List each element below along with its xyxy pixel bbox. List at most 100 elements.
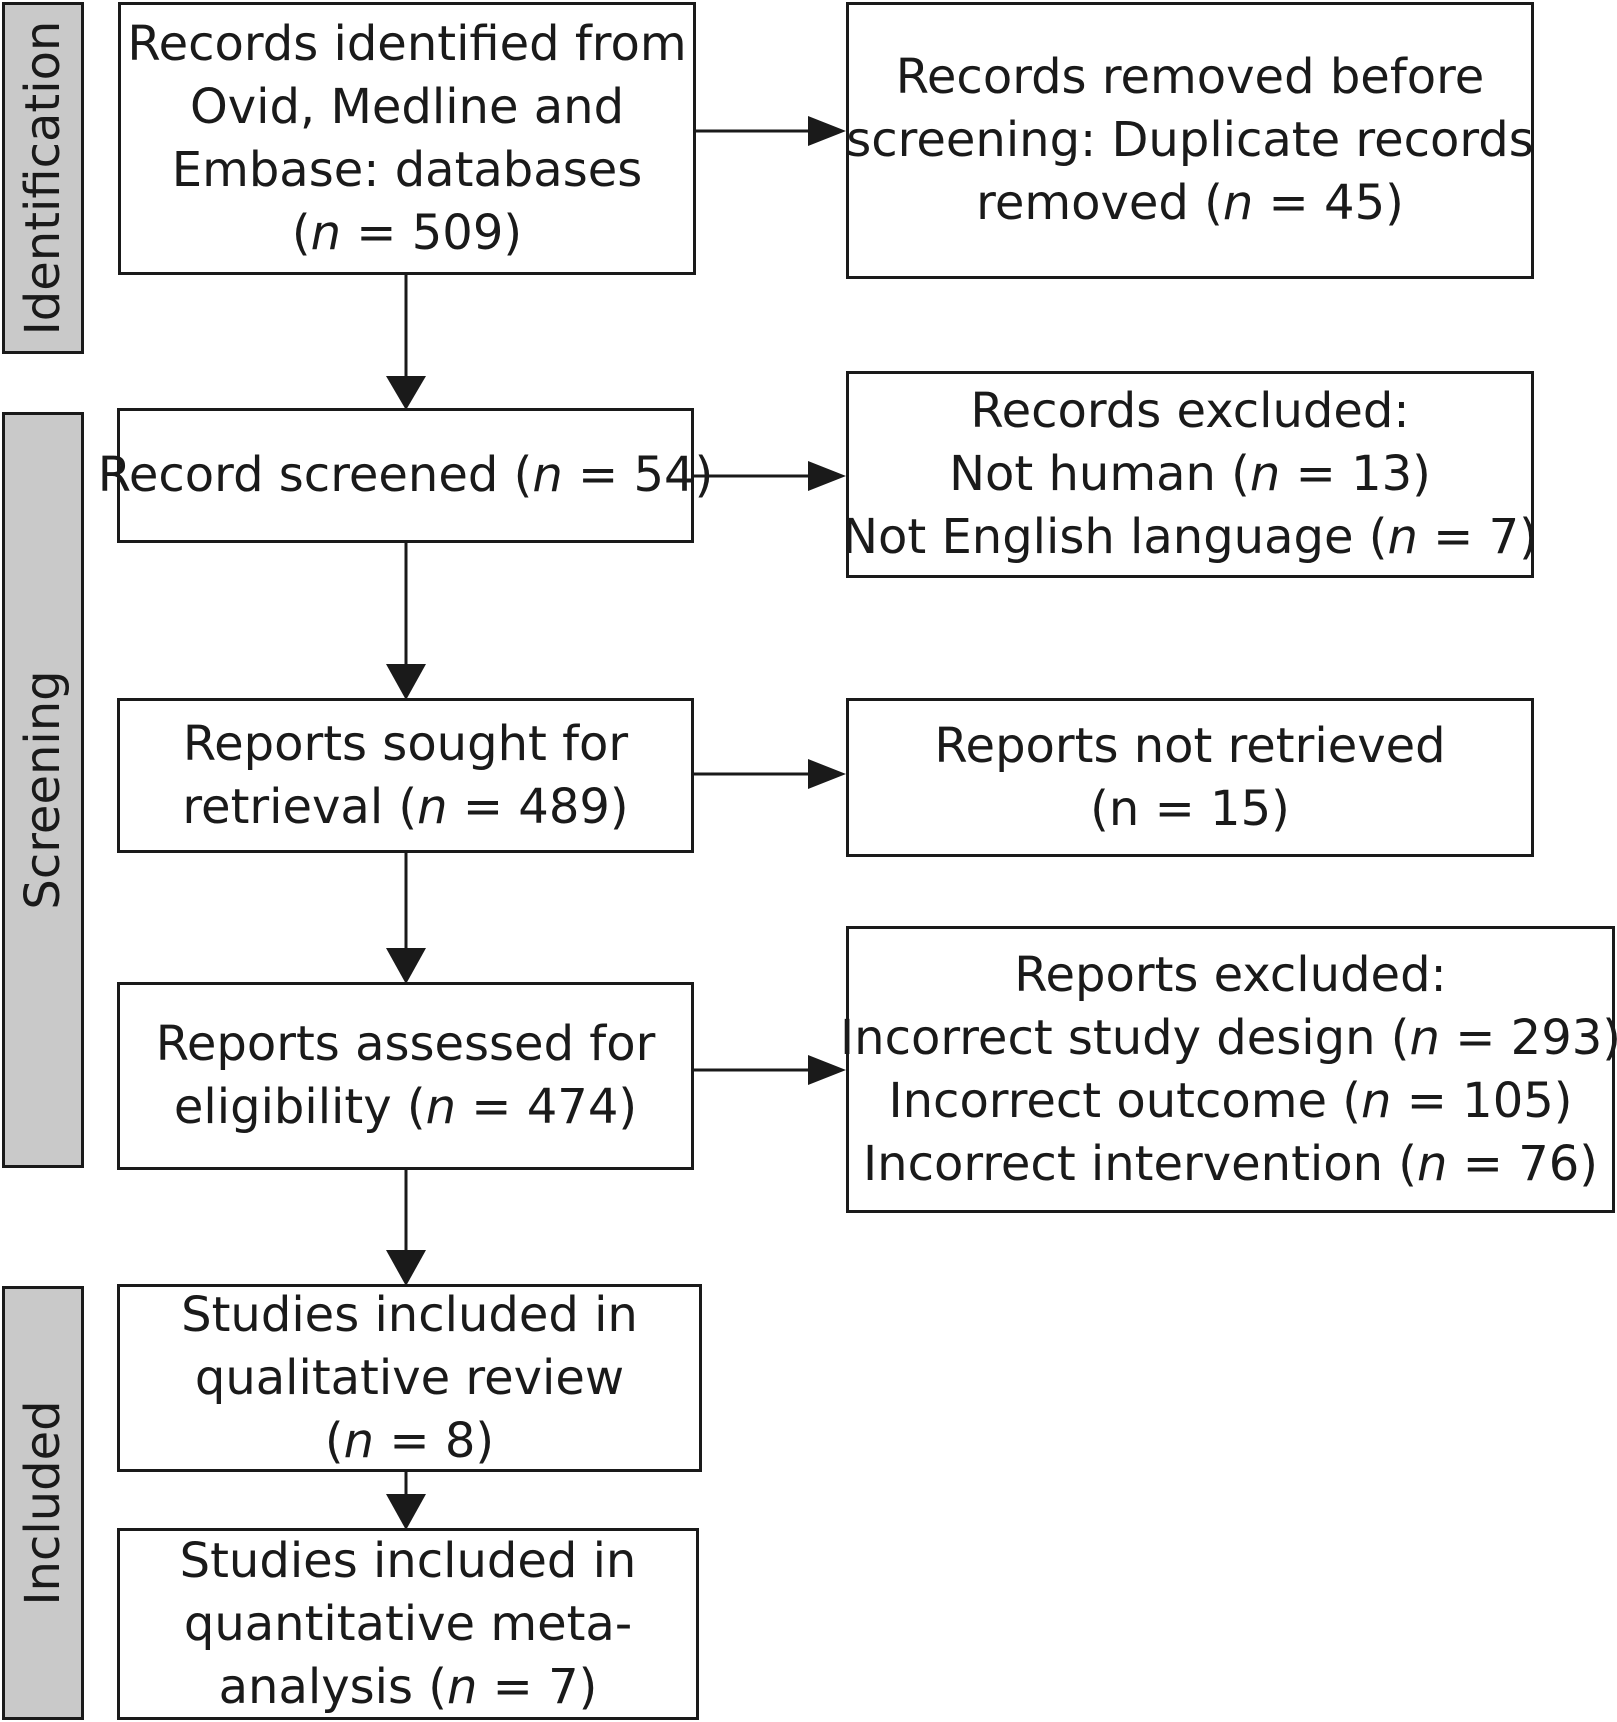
text-segment: = 489) (447, 778, 629, 835)
text-segment: = 509) (341, 204, 523, 261)
n-symbol: n (1361, 1072, 1392, 1129)
box-text-line: screening: Duplicate records (846, 109, 1534, 172)
text-segment: = 54) (562, 447, 714, 503)
box-text-line: Reports assessed for (156, 1013, 656, 1076)
box-text-line: Records excluded: (970, 380, 1409, 443)
box-text-line: Record screened (n = 54) (98, 444, 714, 507)
n-symbol: n (532, 447, 563, 503)
arrowhead (386, 664, 426, 700)
n-symbol: n (1409, 1009, 1440, 1066)
n-symbol: n (310, 204, 342, 261)
arrowhead (808, 461, 846, 491)
box-text-line: removed (n = 45) (976, 172, 1404, 235)
box-text-line: qualitative review (195, 1347, 624, 1410)
text-segment: retrieval ( (182, 778, 418, 835)
text-segment: analysis ( (218, 1658, 447, 1715)
arrowhead (808, 1055, 846, 1085)
text-segment: Reports not retrieved (934, 717, 1446, 774)
box-text-line: (n = 15) (1090, 778, 1290, 841)
n-symbol: n (1417, 1135, 1448, 1192)
box-text-line: eligibility (n = 474) (174, 1076, 637, 1139)
box-text-line: retrieval (n = 489) (182, 776, 628, 839)
box-text-line: quantitative meta- (184, 1593, 632, 1656)
arrowhead (386, 1250, 426, 1286)
text-segment: Records removed before (895, 49, 1485, 105)
text-segment: = 8) (374, 1412, 495, 1469)
box-text-line: (n = 509) (292, 202, 522, 265)
n-symbol: n (446, 1658, 478, 1715)
text-segment: = 76) (1447, 1135, 1598, 1192)
reports-excluded-box: Reports excluded:Incorrect study design … (840, 926, 1617, 1213)
studies-qualitative-box: Studies included in qualitative review(n … (117, 1284, 702, 1472)
box-text-line: Incorrect outcome (n = 105) (888, 1070, 1572, 1133)
text-segment: screening: Duplicate records (846, 112, 1534, 168)
stage-identification: Identification (2, 2, 84, 354)
box-text-line: Reports excluded: (1014, 944, 1446, 1007)
text-segment: Incorrect outcome ( (888, 1072, 1362, 1129)
text-segment: Not English language ( (842, 509, 1388, 565)
box-text-line: (n = 8) (325, 1410, 494, 1473)
text-segment: = 7) (1417, 509, 1538, 565)
arrowhead (386, 376, 426, 410)
records-excluded-box: Records excluded:Not human (n = 13)Not E… (842, 371, 1538, 578)
box-text-line: Ovid, Medline and (190, 76, 624, 139)
text-segment: eligibility ( (173, 1079, 426, 1135)
n-symbol: n (1249, 446, 1281, 502)
text-segment: = 293) (1439, 1009, 1617, 1066)
arrowhead (808, 759, 846, 789)
n-symbol: n (417, 778, 448, 835)
text-segment: = 45) (1253, 175, 1404, 231)
text-segment: Incorrect intervention ( (862, 1135, 1418, 1192)
box-text-line: Records identified from (127, 13, 686, 76)
text-segment: = 13) (1280, 446, 1431, 502)
text-segment: Reports sought for (182, 715, 629, 772)
box-text-line: Not English language (n = 7) (842, 506, 1538, 569)
text-segment: Not human ( (949, 446, 1250, 502)
text-segment: quantitative meta- (183, 1595, 633, 1652)
text-segment: = 7) (477, 1658, 598, 1715)
arrowhead (386, 1494, 426, 1530)
box-text-line: Reports sought for (183, 713, 628, 776)
text-segment: Records excluded: (970, 383, 1410, 439)
text-segment: qualitative review (194, 1349, 625, 1406)
text-segment: Embase: databases (171, 141, 643, 198)
text-segment: = 474) (456, 1079, 638, 1135)
box-text-line: Records removed before (896, 46, 1485, 109)
n-symbol: n (1387, 509, 1418, 565)
text-segment: Record screened ( (97, 447, 533, 503)
box-text-line: Incorrect study design (n = 293) (840, 1007, 1617, 1070)
text-segment: (n = 15) (1090, 780, 1290, 837)
box-text-line: Studies included in (181, 1284, 638, 1347)
arrowhead (386, 948, 426, 984)
text-segment: Ovid, Medline and (189, 78, 625, 135)
records-removed-box: Records removed before screening: Duplica… (846, 2, 1534, 279)
stage-screening: Screening (2, 412, 84, 1168)
text-segment: Studies included in (179, 1532, 637, 1589)
box-text-line: Reports not retrieved (934, 715, 1445, 778)
n-symbol: n (425, 1079, 457, 1135)
text-segment: Reports excluded: (1014, 946, 1447, 1003)
text-segment: = 105) (1391, 1072, 1573, 1129)
text-segment: removed ( (976, 175, 1223, 231)
text-segment: Studies included in (181, 1286, 638, 1343)
text-segment: ( (291, 204, 311, 261)
text-segment: Reports assessed for (155, 1016, 656, 1072)
arrowhead (808, 116, 846, 146)
box-text-line: Studies included in (180, 1530, 637, 1593)
reports-not-retrieved-box: Reports not retrieved (n = 15) (846, 698, 1534, 857)
text-segment: Records identified from (127, 15, 687, 72)
studies-quantitative-box: Studies included in quantitative meta-ana… (117, 1528, 699, 1720)
text-segment: Incorrect study design ( (840, 1009, 1410, 1066)
stage-included: Included (2, 1286, 84, 1720)
text-segment: ( (324, 1412, 344, 1469)
box-text-line: Not human (n = 13) (949, 443, 1431, 506)
box-text-line: Embase: databases (172, 139, 642, 202)
box-text-line: Incorrect intervention (n = 76) (863, 1133, 1598, 1196)
n-symbol: n (1222, 175, 1254, 231)
n-symbol: n (343, 1412, 375, 1469)
records-screened-box: Record screened (n = 54) (98, 408, 713, 543)
